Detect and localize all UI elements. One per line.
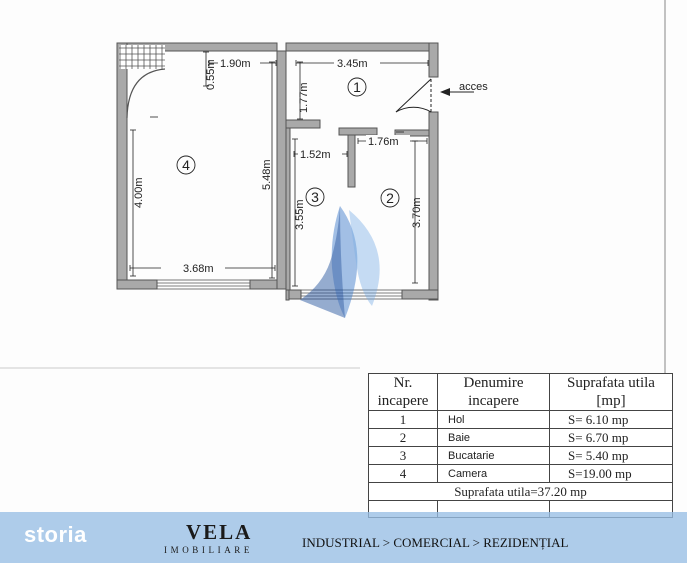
table-total-row: Suprafata utila=37.20 mp xyxy=(368,482,673,501)
dimension-label: 1.90m xyxy=(220,58,251,70)
row-name: Bucatarie xyxy=(437,446,550,465)
room-marker: 1 xyxy=(347,77,367,97)
dimension-label: 5.48m xyxy=(261,159,273,190)
room-number: 4 xyxy=(182,157,190,173)
row-name: Hol xyxy=(437,410,550,429)
dimension-label: 3.70m xyxy=(411,197,423,228)
interior-walls xyxy=(276,50,430,301)
dimension-label: 3.55m xyxy=(294,199,306,230)
room-number: 3 xyxy=(311,189,319,205)
row-area: S= 6.70 mp xyxy=(549,428,673,447)
window xyxy=(300,289,403,300)
room-number: 1 xyxy=(353,79,361,95)
floor-plan: acces xyxy=(0,0,666,512)
row-nr: 1 xyxy=(368,410,438,429)
row-nr: 3 xyxy=(368,446,438,465)
entrance-door xyxy=(395,78,432,113)
dimension-label: 3.45m xyxy=(337,58,368,70)
breadcrumb: INDUSTRIAL > COMERCIAL > REZIDENȚIAL xyxy=(302,535,569,550)
access-arrow xyxy=(440,88,474,96)
watermark-sail-icon xyxy=(300,206,380,318)
row-name: Baie xyxy=(437,428,550,447)
room-number: 2 xyxy=(386,190,394,206)
overlay-bar xyxy=(0,512,687,563)
dimension-label: 0.55m xyxy=(205,59,217,90)
agency-logo-subtitle: IMOBILIARE xyxy=(164,545,253,555)
room-marker: 2 xyxy=(380,188,400,208)
window xyxy=(156,279,251,290)
dimension-label: 3.68m xyxy=(183,263,214,275)
dimension-label: 4.00m xyxy=(133,177,145,208)
row-nr: 2 xyxy=(368,428,438,447)
header-nr: Nr.incapere xyxy=(368,373,438,411)
row-area: S= 6.10 mp xyxy=(549,410,673,429)
table-row: 1 Hol S= 6.10 mp xyxy=(368,410,673,429)
dimension-label: 1.77m xyxy=(298,82,310,113)
row-name: Camera xyxy=(437,464,550,483)
row-nr: 4 xyxy=(368,464,438,483)
agency-logo-name: VELA xyxy=(186,520,253,544)
dimension-label: 1.76m xyxy=(368,136,399,148)
total-area: Suprafata utila=37.20 mp xyxy=(368,482,673,501)
table-row: 4 Camera S=19.00 mp xyxy=(368,464,673,483)
curved-wall xyxy=(126,68,166,119)
header-area: Suprafata utila[mp] xyxy=(549,373,673,411)
storia-logo[interactable]: storia xyxy=(24,522,87,547)
row-area: S=19.00 mp xyxy=(549,464,673,483)
row-area: S= 5.40 mp xyxy=(549,446,673,465)
dimension-label: 1.52m xyxy=(300,149,331,161)
tiled-corner xyxy=(119,45,165,69)
table-row: 3 Bucatarie S= 5.40 mp xyxy=(368,446,673,465)
access-label: acces xyxy=(459,81,488,93)
room-marker: 4 xyxy=(176,155,196,175)
room-marker: 3 xyxy=(305,187,325,207)
table-row: 2 Baie S= 6.70 mp xyxy=(368,428,673,447)
